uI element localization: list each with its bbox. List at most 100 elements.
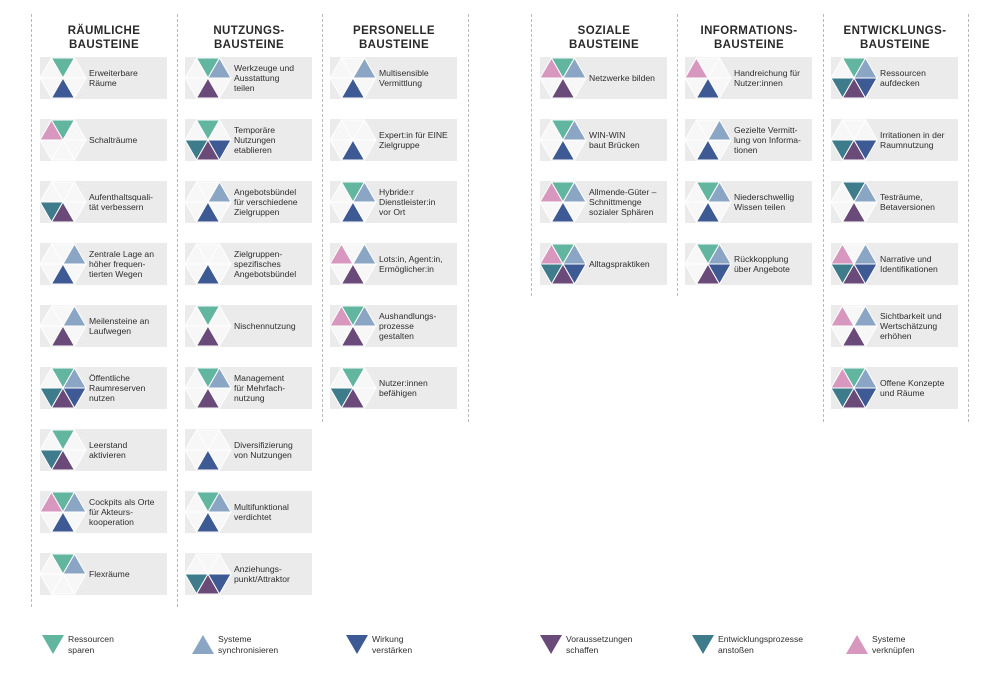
- baustein-label: Nutzer:innen befähigen: [379, 377, 428, 398]
- triangle-up-icon: [846, 635, 868, 654]
- column-divider: [177, 14, 178, 607]
- hexagon-icon: [184, 180, 232, 224]
- baustein-card: Multifunktional verdichtet: [184, 490, 312, 534]
- baustein-label: Zentrale Lage an höher frequen- tierten …: [89, 248, 154, 280]
- baustein-label: Werkzeuge und Ausstattung teilen: [234, 62, 295, 94]
- tri-lower-right-empty: [352, 77, 377, 100]
- baustein-card: Gezielte Vermitt- lung von Informa- tion…: [684, 118, 812, 162]
- tri-lower-right-W: [853, 263, 878, 286]
- column-title: SOZIALE BAUSTEINE: [568, 25, 640, 51]
- column-title: RÄUMLICHE BAUSTEINE: [67, 25, 141, 51]
- tri-lower-right-empty: [562, 77, 587, 100]
- hexagon-icon: [39, 366, 87, 410]
- baustein-card: WIN-WIN baut Brücken: [539, 118, 667, 162]
- tri-lower-right-empty: [853, 325, 878, 348]
- legend-label: Wirkung verstärken: [372, 634, 413, 655]
- column-divider: [823, 14, 824, 422]
- tri-lower-right-empty: [62, 77, 87, 100]
- tri-lower-right-empty: [207, 325, 232, 348]
- hexagon-icon: [830, 304, 878, 348]
- baustein-card: Multisensible Vermittlung: [329, 56, 457, 100]
- baustein-card: Schalträume: [39, 118, 167, 162]
- hexagon-icon: [39, 552, 87, 596]
- baustein-card: Allmende-Güter – Schnittmenge sozialer S…: [539, 180, 667, 224]
- baustein-label: Aushandlungs- prozesse gestalten: [379, 310, 437, 342]
- baustein-card: Diversifizierung von Nutzungen: [184, 428, 312, 472]
- baustein-card: Öffentliche Raumreserven nutzen: [39, 366, 167, 410]
- baustein-card: Narrative und Identifikationen: [830, 242, 958, 286]
- column-divider: [677, 14, 678, 296]
- baustein-label: Netzwerke bilden: [589, 72, 655, 83]
- tri-lower-right-W: [853, 77, 878, 100]
- baustein-label: Flexräume: [89, 568, 130, 579]
- hexagon-icon: [684, 118, 732, 162]
- tri-lower-right-W: [707, 263, 732, 286]
- hexagon-icon: [184, 366, 232, 410]
- baustein-label: Lots:in, Agent:in, Ermöglicher:in: [379, 253, 443, 274]
- legend-label: Systeme synchronisieren: [218, 634, 279, 655]
- baustein-label: Rückkopplung über Angebote: [734, 253, 790, 274]
- legend-label: Systeme verknüpfen: [872, 634, 915, 655]
- baustein-card: Hybride:r Dienstleister:in vor Ort: [329, 180, 457, 224]
- tri-lower-right-empty: [352, 387, 377, 410]
- baustein-card: Management für Mehrfach- nutzung: [184, 366, 312, 410]
- tri-lower-right-empty: [352, 325, 377, 348]
- hexagon-icon: [39, 56, 87, 100]
- baustein-label: Multisensible Vermittlung: [379, 67, 429, 88]
- hexagon-icon: [184, 304, 232, 348]
- baustein-label: Management für Mehrfach- nutzung: [234, 372, 286, 404]
- column-title: PERSONELLE BAUSTEINE: [353, 25, 435, 51]
- hexagon-icon: [39, 304, 87, 348]
- hexagon-icon: [684, 242, 732, 286]
- baustein-card: Zentrale Lage an höher frequen- tierten …: [39, 242, 167, 286]
- baustein-label: Leerstand aktivieren: [89, 439, 128, 460]
- tri-lower-right-W: [62, 387, 87, 410]
- baustein-card: Niederschwellig Wissen teilen: [684, 180, 812, 224]
- tri-lower-right-empty: [352, 139, 377, 162]
- baustein-card: Flexräume: [39, 552, 167, 596]
- baustein-label: Expert:in für EINE Zielgruppe: [379, 129, 448, 150]
- tri-lower-right-empty: [62, 325, 87, 348]
- column-title: INFORMATIONS- BAUSTEINE: [700, 25, 798, 51]
- baustein-card: Handreichung für Nutzer:innen: [684, 56, 812, 100]
- triangle-down-icon: [540, 635, 562, 654]
- hexagon-icon: [830, 118, 878, 162]
- legend-label: Ressourcen sparen: [68, 634, 114, 655]
- hexagon-icon: [830, 56, 878, 100]
- hexagon-icon: [329, 304, 377, 348]
- baustein-card: Rückkopplung über Angebote: [684, 242, 812, 286]
- hexagon-icon: [329, 56, 377, 100]
- baustein-label: Nischennutzung: [234, 320, 296, 331]
- baustein-label: Öffentliche Raumreserven nutzen: [89, 372, 146, 404]
- tri-lower-right-empty: [562, 201, 587, 224]
- hexagon-icon: [830, 180, 878, 224]
- column-divider: [531, 14, 532, 296]
- baustein-card: Anziehungs- punkt/Attraktor: [184, 552, 312, 596]
- baustein-label: Alltagspraktiken: [589, 258, 650, 269]
- baustein-card: Expert:in für EINE Zielgruppe: [329, 118, 457, 162]
- baustein-label: Narrative und Identifikationen: [880, 253, 938, 274]
- baustein-card: Alltagspraktiken: [539, 242, 667, 286]
- baustein-card: Offene Konzepte und Räume: [830, 366, 958, 410]
- baustein-label: Meilensteine an Laufwegen: [89, 315, 150, 336]
- baustein-label: Hybride:r Dienstleister:in vor Ort: [379, 186, 436, 218]
- hexagon-icon: [184, 428, 232, 472]
- baustein-label: Irritationen in der Raumnutzung: [880, 129, 945, 150]
- baustein-card: Ressourcen aufdecken: [830, 56, 958, 100]
- hexagon-icon: [539, 242, 587, 286]
- legend-label: Voraussetzungen schaffen: [566, 634, 633, 655]
- baustein-label: Temporäre Nutzungen etablieren: [234, 124, 276, 156]
- column-divider: [322, 14, 323, 422]
- baustein-card: Aufenthaltsquali- tät verbessern: [39, 180, 167, 224]
- column-title: NUTZUNGS- BAUSTEINE: [213, 25, 285, 51]
- tri-lower-right-empty: [207, 77, 232, 100]
- baustein-card: Sichtbarkeit und Wertschätzung erhöhen: [830, 304, 958, 348]
- tri-lower-right-empty: [707, 139, 732, 162]
- tri-lower-right-empty: [707, 201, 732, 224]
- baustein-label: Sichtbarkeit und Wertschätzung erhöhen: [880, 310, 942, 342]
- tri-lower-right-W: [207, 573, 232, 596]
- baustein-label: Schalträume: [89, 134, 138, 145]
- baustein-card: Zielgruppen- spezifisches Angebotsbündel: [184, 242, 312, 286]
- tri-lower-right-W: [853, 139, 878, 162]
- baustein-label: Angebotsbündel für verschiedene Zielgrup…: [234, 186, 298, 218]
